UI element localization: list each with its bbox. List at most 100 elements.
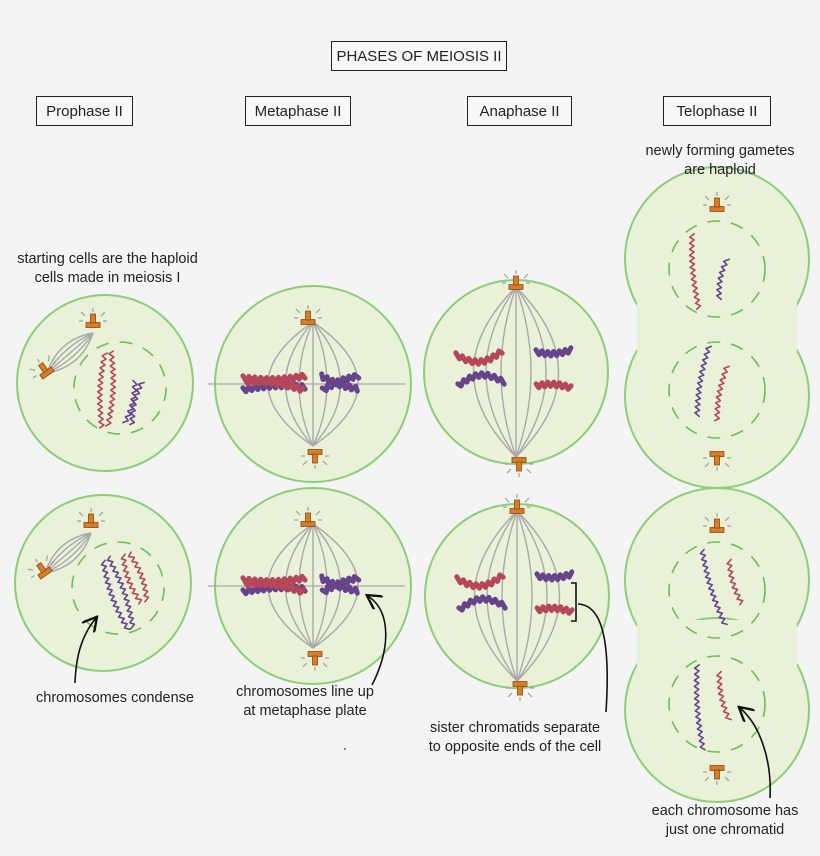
chromosome-red <box>242 376 306 394</box>
centrosome <box>506 681 534 701</box>
chromosome-red <box>453 348 505 367</box>
anaphase-spindle-fiber <box>516 510 548 682</box>
prophase-spindle-fiber <box>46 332 94 374</box>
chromosome-purple <box>100 559 131 631</box>
centriole-stem <box>714 518 720 529</box>
chromosome-red <box>533 379 574 392</box>
aster-ray <box>322 662 328 668</box>
centrosome <box>77 508 105 528</box>
aster-ray <box>295 308 301 314</box>
anaphase-spindle-fiber <box>515 286 560 458</box>
aster-ray <box>315 308 321 314</box>
chromosome-purple <box>319 372 362 394</box>
centrosome <box>294 507 322 527</box>
anaphase-spindle-fiber <box>516 510 533 682</box>
aster-ray <box>704 776 710 782</box>
aster-ray <box>30 575 35 579</box>
arrow-chromosomes-condense <box>74 618 96 684</box>
aster-ray <box>98 511 104 517</box>
chromosome-red <box>96 352 108 429</box>
aster-ray <box>507 692 513 698</box>
telophase-nucleus <box>668 541 766 639</box>
aster-ray <box>302 460 308 466</box>
prophase-nucleus <box>71 541 165 635</box>
telophase-nucleus <box>668 655 766 753</box>
aster-ray <box>52 361 57 365</box>
centriole-stem <box>312 655 318 666</box>
telophase-nucleus <box>668 220 766 318</box>
centriole-stem <box>90 313 96 324</box>
centrosome <box>301 449 329 469</box>
aster-ray <box>29 368 36 371</box>
label-telophase-ii: Telophase II <box>663 96 771 126</box>
centrosome <box>503 494 531 514</box>
aster-ray <box>80 311 86 317</box>
telophase-nucleus <box>668 341 766 439</box>
label-prophase-ii: Prophase II <box>36 96 133 126</box>
aster-ray <box>503 273 509 279</box>
aster-ray <box>724 462 730 468</box>
centriole-stem <box>513 275 519 286</box>
chromosome-purple <box>129 381 145 426</box>
centrosome <box>294 305 322 325</box>
chromosome-red <box>688 233 702 310</box>
chromosome-purple <box>716 258 730 301</box>
label-metaphase-ii: Metaphase II <box>245 96 351 126</box>
centriole-stem <box>305 512 311 523</box>
centriole-stem <box>88 513 94 524</box>
stray-dot <box>344 748 346 750</box>
centrosome <box>301 651 329 671</box>
chromosome-red <box>534 603 575 616</box>
caption-chromosomes-condense: chromosomes condense <box>36 690 194 706</box>
chromosome-red <box>127 551 150 603</box>
chromosome-red <box>726 558 744 606</box>
aster-ray <box>504 497 510 503</box>
pointer-arrows <box>74 582 772 799</box>
aster-ray <box>523 273 529 279</box>
chromosome-purple <box>533 345 574 359</box>
centriole-stem <box>516 461 522 472</box>
centrosome <box>79 308 107 328</box>
aster-ray <box>78 511 84 517</box>
prophase-cell <box>16 294 194 472</box>
aster-ray <box>704 195 710 201</box>
centrosome <box>502 270 530 290</box>
aster-ray <box>45 555 48 562</box>
centriole-stem <box>714 455 720 466</box>
chromosome-purple <box>534 569 575 583</box>
aster-ray <box>724 776 730 782</box>
aster-ray <box>704 516 710 522</box>
centriole-stem <box>514 499 520 510</box>
prophase-spindle-fiber <box>44 532 92 574</box>
aster-ray <box>295 510 301 516</box>
arrow-metaphase-plate <box>368 596 387 686</box>
aster-ray <box>724 516 730 522</box>
aster-ray <box>302 662 308 668</box>
prophase-cell <box>14 494 192 672</box>
chromosome-purple <box>455 370 507 389</box>
anaphase-spindle-fiber <box>516 510 561 682</box>
chromosome-purple <box>693 664 706 751</box>
aster-ray <box>724 195 730 201</box>
chromosome-purple <box>106 555 136 630</box>
aster-ray <box>704 462 710 468</box>
aster-ray <box>100 311 106 317</box>
centrosome <box>703 192 731 212</box>
chromosome-red <box>454 572 506 591</box>
centriole-stem <box>714 769 720 780</box>
aster-ray <box>506 468 512 474</box>
centriole-stem <box>714 197 720 208</box>
aster-ray <box>315 510 321 516</box>
centriole-stem <box>312 453 318 464</box>
centriole-stem <box>517 685 523 696</box>
centrosome <box>703 451 731 471</box>
anaphase-spindle-fiber <box>515 286 547 458</box>
chromosome-red <box>714 365 730 422</box>
chromosome-purple <box>699 548 728 626</box>
aster-ray <box>34 558 38 563</box>
